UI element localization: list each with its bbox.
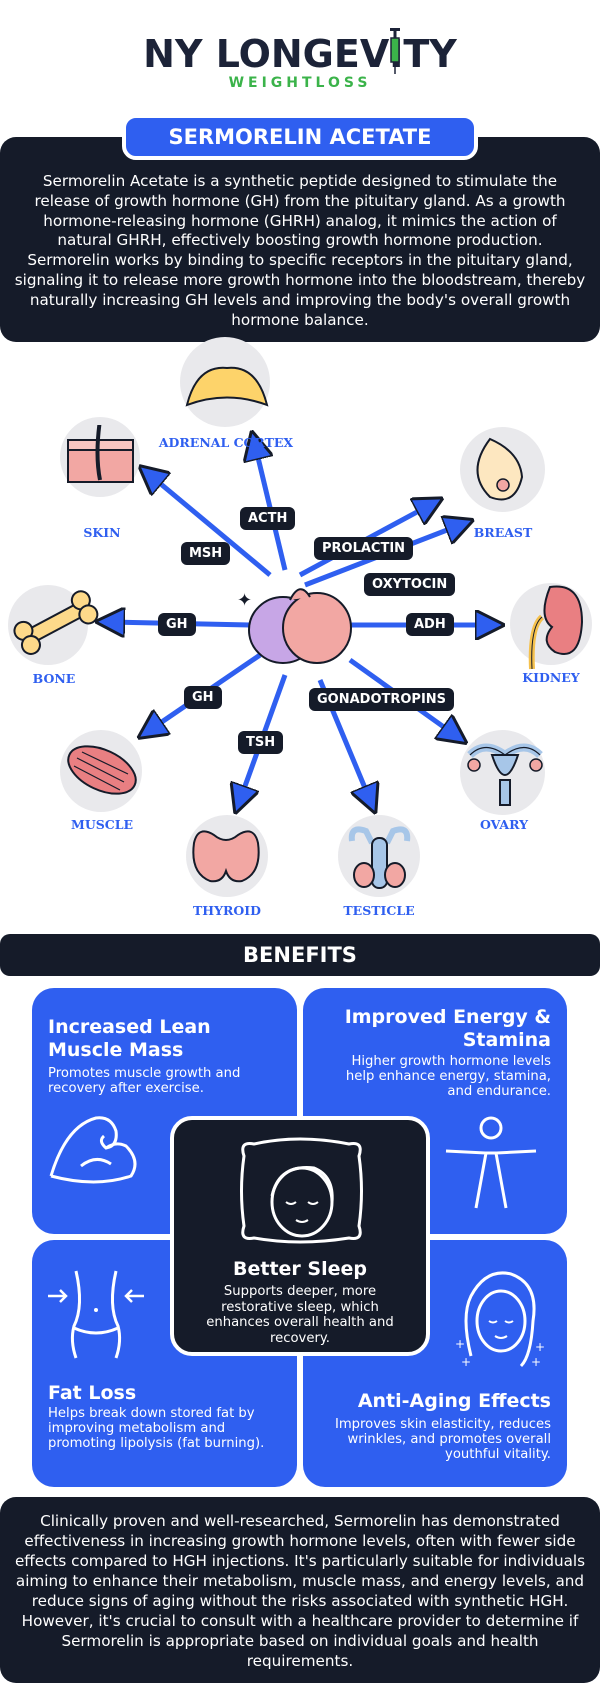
intro-text: Sermorelin Acetate is a synthetic peptid… bbox=[14, 172, 586, 329]
benefit-card-sleep: Better Sleep Supports deeper, more resto… bbox=[170, 1116, 430, 1356]
organ-label-bone: BONE bbox=[32, 671, 76, 686]
benefit-desc-muscle: Promotes muscle growth and recovery afte… bbox=[48, 1066, 241, 1096]
organ-label-testicle: TESTICLE bbox=[343, 903, 415, 918]
svg-text:+: + bbox=[455, 1337, 465, 1351]
pituitary-diagram: ✦ ADRENAL CORTEX SKIN BREAST BONE KIDNEY… bbox=[0, 337, 600, 925]
benefit-desc-sleep: Supports deeper, more restorative sleep,… bbox=[206, 1284, 394, 1346]
hormone-label-oxytocin: OXYTOCIN bbox=[364, 573, 456, 596]
organ-label-breast: BREAST bbox=[473, 525, 533, 540]
svg-text:+: + bbox=[461, 1355, 471, 1369]
waist-icon bbox=[46, 1266, 146, 1361]
hormone-label-prolactin: PROLACTIN bbox=[314, 537, 414, 560]
benefit-title-energy: Improved Energy & Stamina bbox=[344, 1006, 551, 1051]
logo-title: NY LONGEVITY bbox=[143, 32, 457, 76]
page-title: SERMORELIN ACETATE bbox=[122, 114, 478, 160]
person-jumping-icon bbox=[441, 1113, 541, 1213]
benefit-title-anti-aging: Anti-Aging Effects bbox=[357, 1390, 551, 1412]
svg-text:+: + bbox=[531, 1355, 541, 1369]
ovary-icon bbox=[460, 735, 550, 810]
organ-label-thyroid: THYROID bbox=[193, 903, 261, 918]
hormone-label-msh: MSH bbox=[181, 542, 231, 565]
sleeping-face-icon bbox=[234, 1136, 369, 1246]
benefit-title-fat-loss: Fat Loss bbox=[48, 1382, 137, 1404]
hormone-label-gh-bone: GH bbox=[158, 613, 196, 636]
footer-text: Clinically proven and well-researched, S… bbox=[14, 1512, 586, 1670]
skin-icon bbox=[65, 419, 140, 485]
benefit-title-muscle: Increased Lean Muscle Mass bbox=[48, 1016, 211, 1061]
hormone-label-gonadotropins: GONADOTROPINS bbox=[309, 688, 455, 711]
benefit-title-sleep: Better Sleep bbox=[233, 1258, 367, 1280]
organ-label-skin: SKIN bbox=[83, 525, 121, 540]
benefit-desc-energy: Higher growth hormone levels help enhanc… bbox=[345, 1054, 551, 1099]
testicle-icon bbox=[342, 823, 417, 893]
flexed-arm-icon bbox=[46, 1106, 146, 1191]
hormone-label-adh: ADH bbox=[406, 613, 454, 636]
footer-panel bbox=[0, 1497, 600, 1683]
hormone-label-tsh: TSH bbox=[238, 731, 284, 754]
organ-label-kidney: KIDNEY bbox=[522, 670, 580, 685]
thyroid-icon bbox=[186, 823, 266, 888]
pituitary-gland-icon bbox=[245, 575, 355, 670]
benefit-desc-anti-aging: Improves skin elasticity, reduces wrinkl… bbox=[334, 1417, 551, 1462]
organ-label-muscle: MUSCLE bbox=[70, 817, 134, 832]
svg-text:+: + bbox=[535, 1340, 545, 1354]
muscle-icon bbox=[62, 740, 142, 800]
benefit-desc-fat-loss: Helps break down stored fat by improving… bbox=[48, 1406, 265, 1451]
benefits-heading: BENEFITS bbox=[0, 934, 600, 976]
kidney-icon bbox=[520, 577, 590, 672]
hormone-label-gh-muscle: GH bbox=[184, 686, 222, 709]
adrenal-icon bbox=[182, 360, 272, 415]
intro-panel bbox=[0, 137, 600, 342]
hormone-label-acth: ACTH bbox=[240, 507, 296, 530]
organ-label-ovary: OVARY bbox=[479, 817, 529, 832]
syringe-icon bbox=[388, 28, 402, 76]
logo-subtitle: WEIGHTLOSS bbox=[228, 75, 372, 91]
breast-icon bbox=[470, 437, 530, 507]
sparkle-icon: ✦ bbox=[237, 590, 253, 611]
bone-icon bbox=[8, 590, 103, 655]
glowing-face-icon: ++++ bbox=[451, 1266, 551, 1376]
organ-label-adrenal: ADRENAL CORTEX bbox=[158, 435, 294, 450]
